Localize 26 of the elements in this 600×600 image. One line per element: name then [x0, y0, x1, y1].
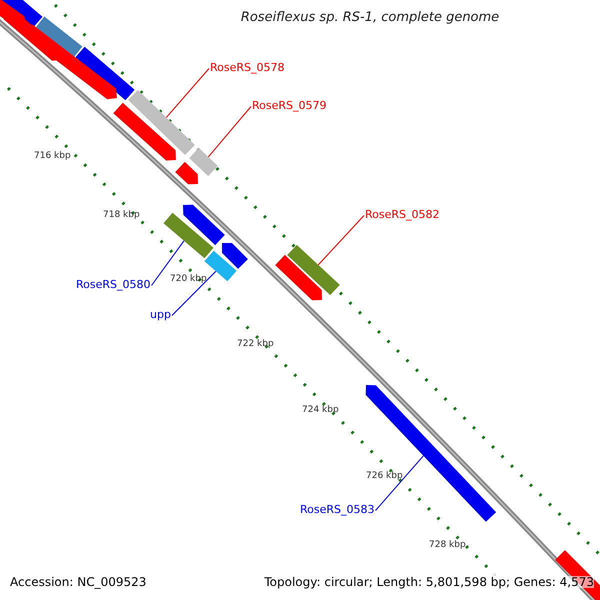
gene-label: RoseRS_0580 — [76, 279, 150, 290]
gene-label: RoseRS_0578 — [210, 62, 284, 73]
gene-block — [164, 212, 214, 258]
gene-block — [128, 90, 195, 155]
scale-label: 720 kbp — [170, 275, 207, 284]
scale-label: 724 kbp — [302, 406, 339, 415]
leader-line — [151, 240, 184, 286]
leader-line — [166, 68, 210, 118]
gene-block — [189, 148, 218, 176]
scale-label: 722 kbp — [237, 340, 274, 349]
scale-label: 726 kbp — [366, 472, 403, 481]
leader-line — [208, 106, 252, 158]
gene-label: RoseRS_0582 — [365, 209, 440, 220]
gene-label: upp — [150, 309, 171, 320]
leader-line — [318, 215, 364, 266]
accession-label: Accession: NC_009523 — [10, 576, 146, 588]
leader-line — [171, 270, 216, 316]
gene-label: RoseRS_0583 — [300, 504, 374, 515]
leader-line — [375, 455, 424, 511]
gene-block — [287, 244, 340, 296]
gene-label: RoseRS_0579 — [252, 100, 326, 111]
genome-stats: Topology: circular; Length: 5,801,598 bp; Genes: 4,573 — [264, 576, 594, 588]
scale-label: 716 kbp — [34, 152, 71, 161]
scale-label: 728 kbp — [429, 541, 466, 550]
map-title: Roseiflexus sp. RS-1, complete genome — [240, 10, 500, 25]
scale-label: 718 kbp — [103, 211, 140, 220]
